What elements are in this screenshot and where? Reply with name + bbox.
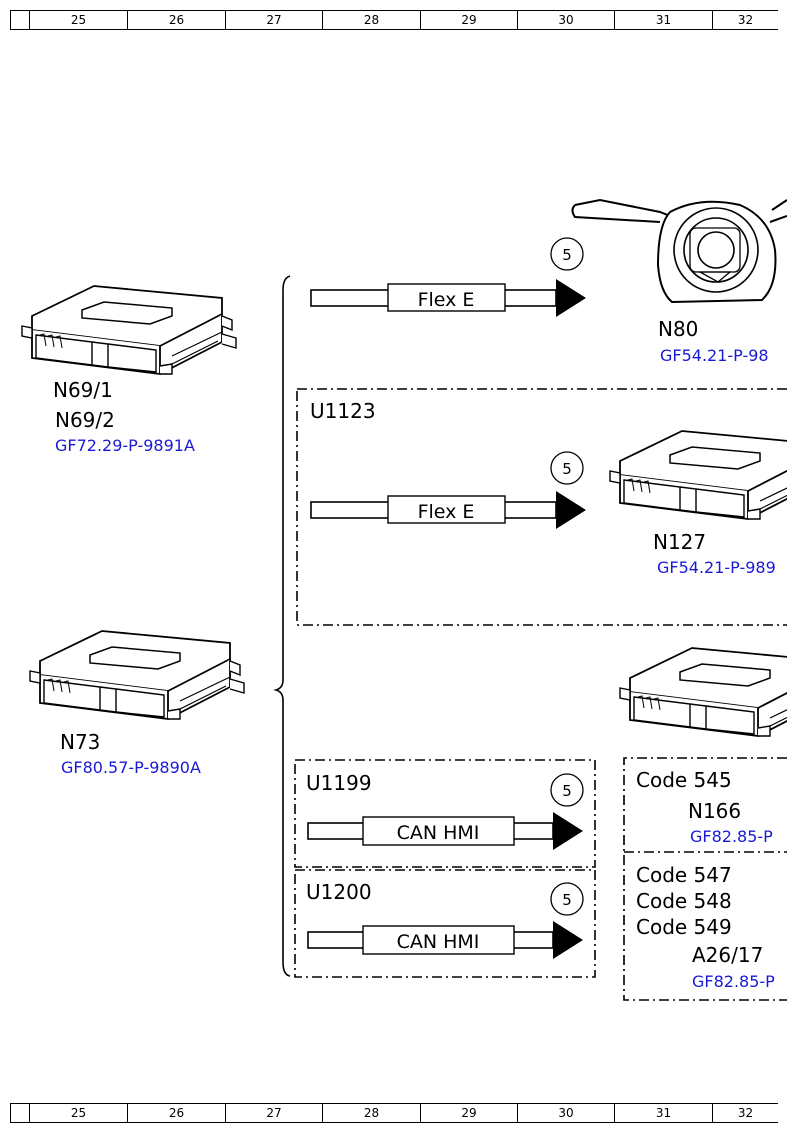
group-label-u1199: U1199 <box>306 771 372 795</box>
document-ref-n127[interactable]: GF54.21-P-989 <box>657 558 776 577</box>
connector-circle: 5 <box>550 882 584 916</box>
ruler-cell: 31 <box>614 11 712 29</box>
svg-text:5: 5 <box>562 246 572 264</box>
component-label-n166: N166 <box>688 799 742 823</box>
ruler-cell: 29 <box>420 1104 517 1122</box>
document-ref-n69[interactable]: GF72.29-P-9891A <box>55 436 195 455</box>
document-ref-a26-17[interactable]: GF82.85-P <box>692 972 775 991</box>
can-hmi-bus-1: CAN HMI <box>307 811 584 851</box>
connector-circle: 5 <box>550 237 584 271</box>
ruler-cell: 30 <box>517 1104 614 1122</box>
ruler-cell: 27 <box>225 11 322 29</box>
component-label-n73: N73 <box>60 730 101 754</box>
ruler-cell: 26 <box>127 1104 225 1122</box>
component-label-n69-2: N69/2 <box>55 408 115 432</box>
ruler-cell-blank <box>10 11 29 29</box>
control-unit-drawing <box>619 647 787 737</box>
control-unit-n127-drawing <box>609 430 787 520</box>
control-unit-n73-drawing <box>29 630 245 720</box>
control-unit-n69-drawing <box>21 285 237 375</box>
bus-label: Flex E <box>418 501 475 523</box>
document-ref-n73[interactable]: GF80.57-P-9890A <box>61 758 201 777</box>
column-ruler-top: 25 26 27 28 29 30 31 32 <box>10 10 778 30</box>
code-label-545: Code 545 <box>636 768 732 792</box>
code-frame-outer <box>623 757 787 1001</box>
steering-column-module-n80-drawing <box>571 198 787 304</box>
bus-label: Flex E <box>418 289 475 311</box>
bus-label: CAN HMI <box>397 822 480 844</box>
ruler-cell: 28 <box>322 1104 420 1122</box>
flex-e-bus-2: Flex E <box>310 490 587 530</box>
bus-label: CAN HMI <box>397 931 480 953</box>
connector-circle: 5 <box>550 773 584 807</box>
flex-e-bus-1: Flex E <box>310 278 587 318</box>
group-u1200-frame <box>294 869 596 978</box>
document-ref-n80[interactable]: GF54.21-P-98 <box>660 346 769 365</box>
ruler-cell: 27 <box>225 1104 322 1122</box>
component-label-n69-1: N69/1 <box>53 378 113 402</box>
ruler-cell: 31 <box>614 1104 712 1122</box>
ruler-cell: 25 <box>29 1104 127 1122</box>
document-ref-n166[interactable]: GF82.85-P <box>690 827 773 846</box>
svg-text:5: 5 <box>562 460 572 478</box>
connector-circle: 5 <box>550 451 584 485</box>
ruler-cell: 30 <box>517 11 614 29</box>
svg-text:5: 5 <box>562 782 572 800</box>
component-label-n127: N127 <box>653 530 707 554</box>
ruler-cell: 28 <box>322 11 420 29</box>
ruler-cell: 32 <box>712 1104 778 1122</box>
can-hmi-bus-2: CAN HMI <box>307 920 584 960</box>
component-label-n80: N80 <box>658 317 699 341</box>
bracket <box>273 275 291 977</box>
group-label-u1123: U1123 <box>310 399 376 423</box>
ruler-cell: 29 <box>420 11 517 29</box>
group-u1123-frame <box>296 388 787 626</box>
ruler-cell: 25 <box>29 11 127 29</box>
ruler-cell-blank <box>10 1104 29 1122</box>
code-label-549: Code 549 <box>636 915 732 939</box>
svg-text:5: 5 <box>562 891 572 909</box>
code-label-548: Code 548 <box>636 889 732 913</box>
group-label-u1200: U1200 <box>306 880 372 904</box>
ruler-cell: 32 <box>712 11 778 29</box>
group-u1199-frame <box>294 759 596 868</box>
column-ruler-bottom: 25 26 27 28 29 30 31 32 <box>10 1103 778 1123</box>
code-label-547: Code 547 <box>636 863 732 887</box>
component-label-a26-17: A26/17 <box>692 943 764 967</box>
ruler-cell: 26 <box>127 11 225 29</box>
